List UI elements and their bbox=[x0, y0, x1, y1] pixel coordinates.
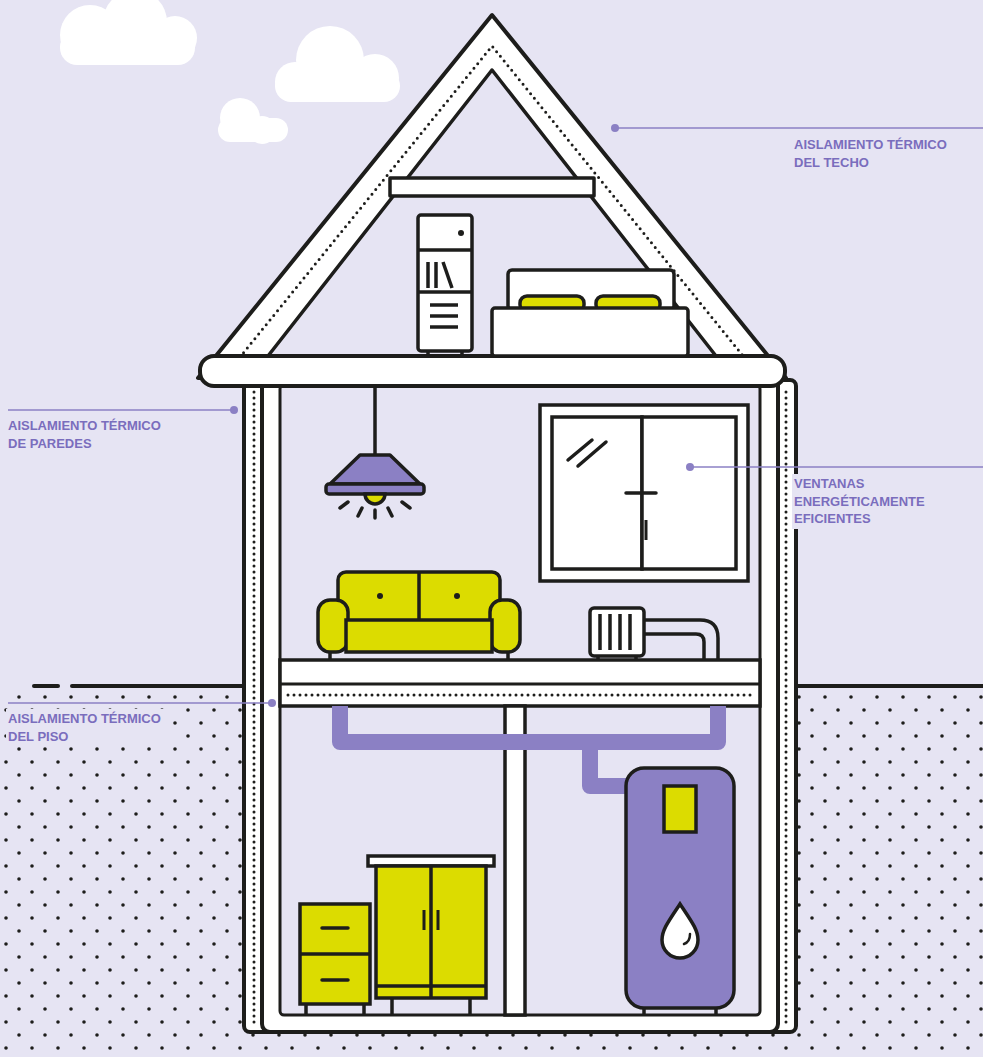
sofa bbox=[318, 572, 520, 660]
house-body bbox=[262, 372, 778, 1032]
bookshelf bbox=[418, 215, 472, 356]
window bbox=[540, 405, 748, 581]
bed bbox=[492, 270, 688, 356]
ceiling-lamp bbox=[326, 387, 424, 518]
callout-label: AISLAMIENTO TÉRMICO DE PAREDES bbox=[6, 416, 170, 453]
roof bbox=[198, 15, 786, 386]
clouds bbox=[60, 0, 400, 144]
callout-label: AISLAMIENTO TÉRMICO DEL TECHO bbox=[792, 135, 956, 172]
floor-slab bbox=[280, 660, 760, 706]
wardrobe bbox=[368, 856, 494, 1014]
callout-label: VENTANAS ENERGÉTICAMENTE EFICIENTES bbox=[792, 474, 931, 529]
water-heater bbox=[626, 768, 734, 1014]
support-column bbox=[505, 706, 525, 1015]
wall-insulation bbox=[244, 380, 796, 1032]
callout-label: AISLAMIENTO TÉRMICO DEL PISO bbox=[6, 709, 170, 746]
radiator bbox=[590, 608, 718, 660]
drawer bbox=[300, 904, 370, 1014]
